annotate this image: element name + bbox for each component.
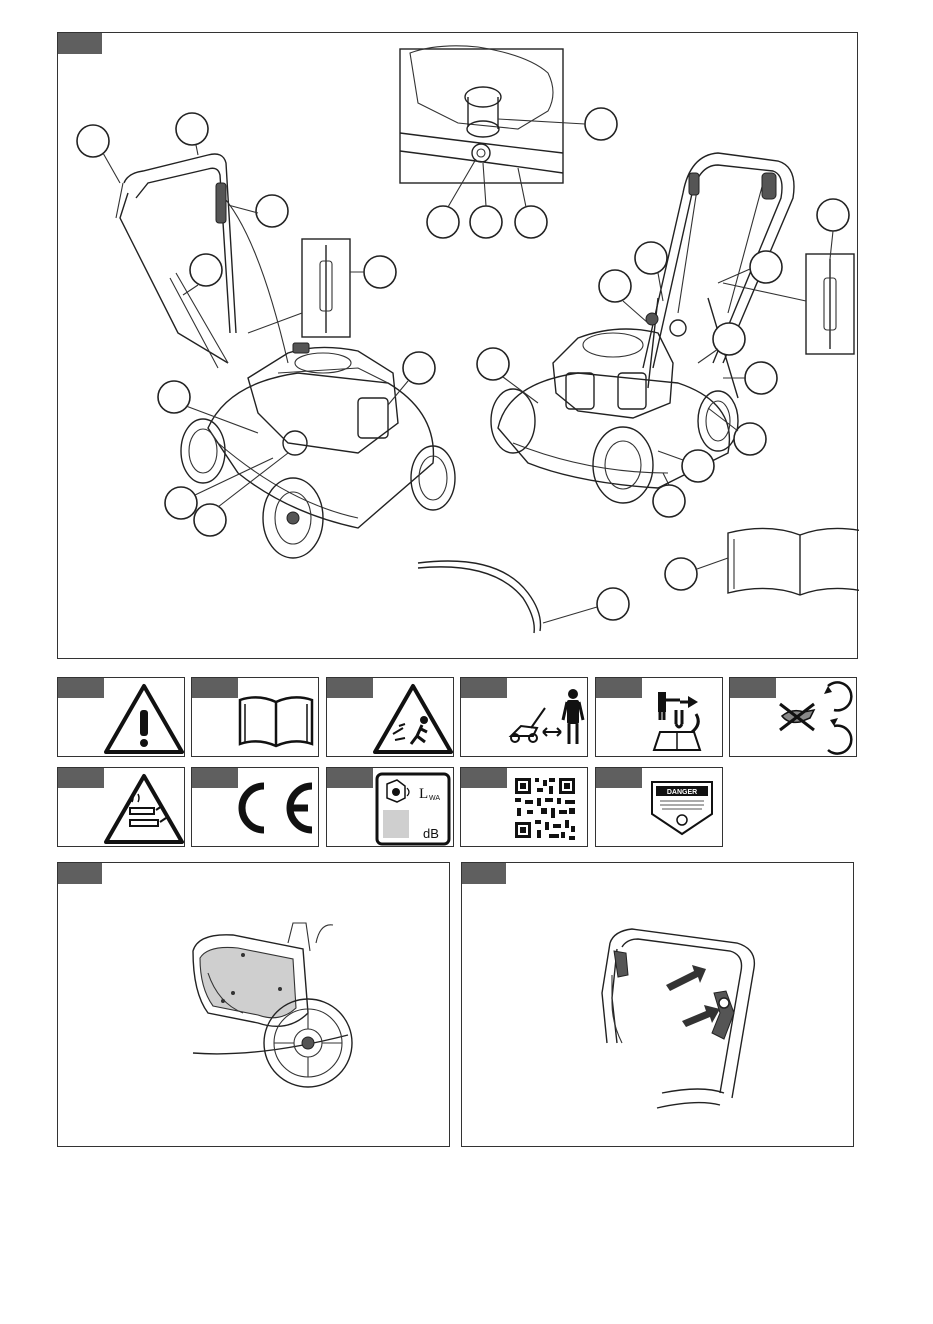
danger-label-icon: DANGER xyxy=(596,768,724,848)
figure-number-tag xyxy=(58,33,102,54)
symbol-tile-6 xyxy=(729,677,857,757)
symbol-tile-3 xyxy=(326,677,454,757)
open-manual-icon xyxy=(192,678,320,758)
hot-surface-warning-icon xyxy=(58,768,186,848)
wheel-deflector-drawing xyxy=(58,863,451,1148)
symbol-tile-11: DANGER xyxy=(595,767,723,847)
sound-level-subscript: WA xyxy=(429,795,440,802)
figure-number-tag xyxy=(58,863,102,884)
disconnect-before-maintenance-icon xyxy=(596,678,724,758)
wheel-deflector-panel xyxy=(57,862,450,1147)
ce-mark-icon xyxy=(192,768,320,848)
handle-lever-panel xyxy=(461,862,854,1147)
symbol-tile-9: L WA dB xyxy=(326,767,454,847)
figure-number-tag xyxy=(462,863,506,884)
mulch-flap xyxy=(418,561,629,633)
symbol-tile-5 xyxy=(595,677,723,757)
blade-detail xyxy=(400,46,617,238)
symbol-tile-4 xyxy=(460,677,588,757)
symbol-tile-7 xyxy=(57,767,185,847)
mower-overview-drawing xyxy=(58,33,859,660)
symbol-tile-1 xyxy=(57,677,185,757)
rotating-blade-no-hands-icon xyxy=(730,678,858,758)
manual-book-icon xyxy=(665,528,859,595)
sound-level-symbol: L xyxy=(419,786,428,802)
qr-code-icon xyxy=(461,768,589,848)
symbol-tile-2 xyxy=(191,677,319,757)
left-mower xyxy=(77,113,455,558)
sound-power-level-icon: L WA dB xyxy=(327,768,455,848)
warning-triangle-icon xyxy=(58,678,186,758)
handle-lever-drawing xyxy=(462,863,855,1148)
symbol-tile-10 xyxy=(460,767,588,847)
thrown-objects-warning-icon xyxy=(327,678,455,758)
main-figure-panel xyxy=(57,32,858,659)
symbol-tile-8 xyxy=(191,767,319,847)
keep-distance-icon xyxy=(461,678,589,758)
danger-label-title: DANGER xyxy=(667,789,697,796)
sound-level-unit: dB xyxy=(423,826,439,841)
